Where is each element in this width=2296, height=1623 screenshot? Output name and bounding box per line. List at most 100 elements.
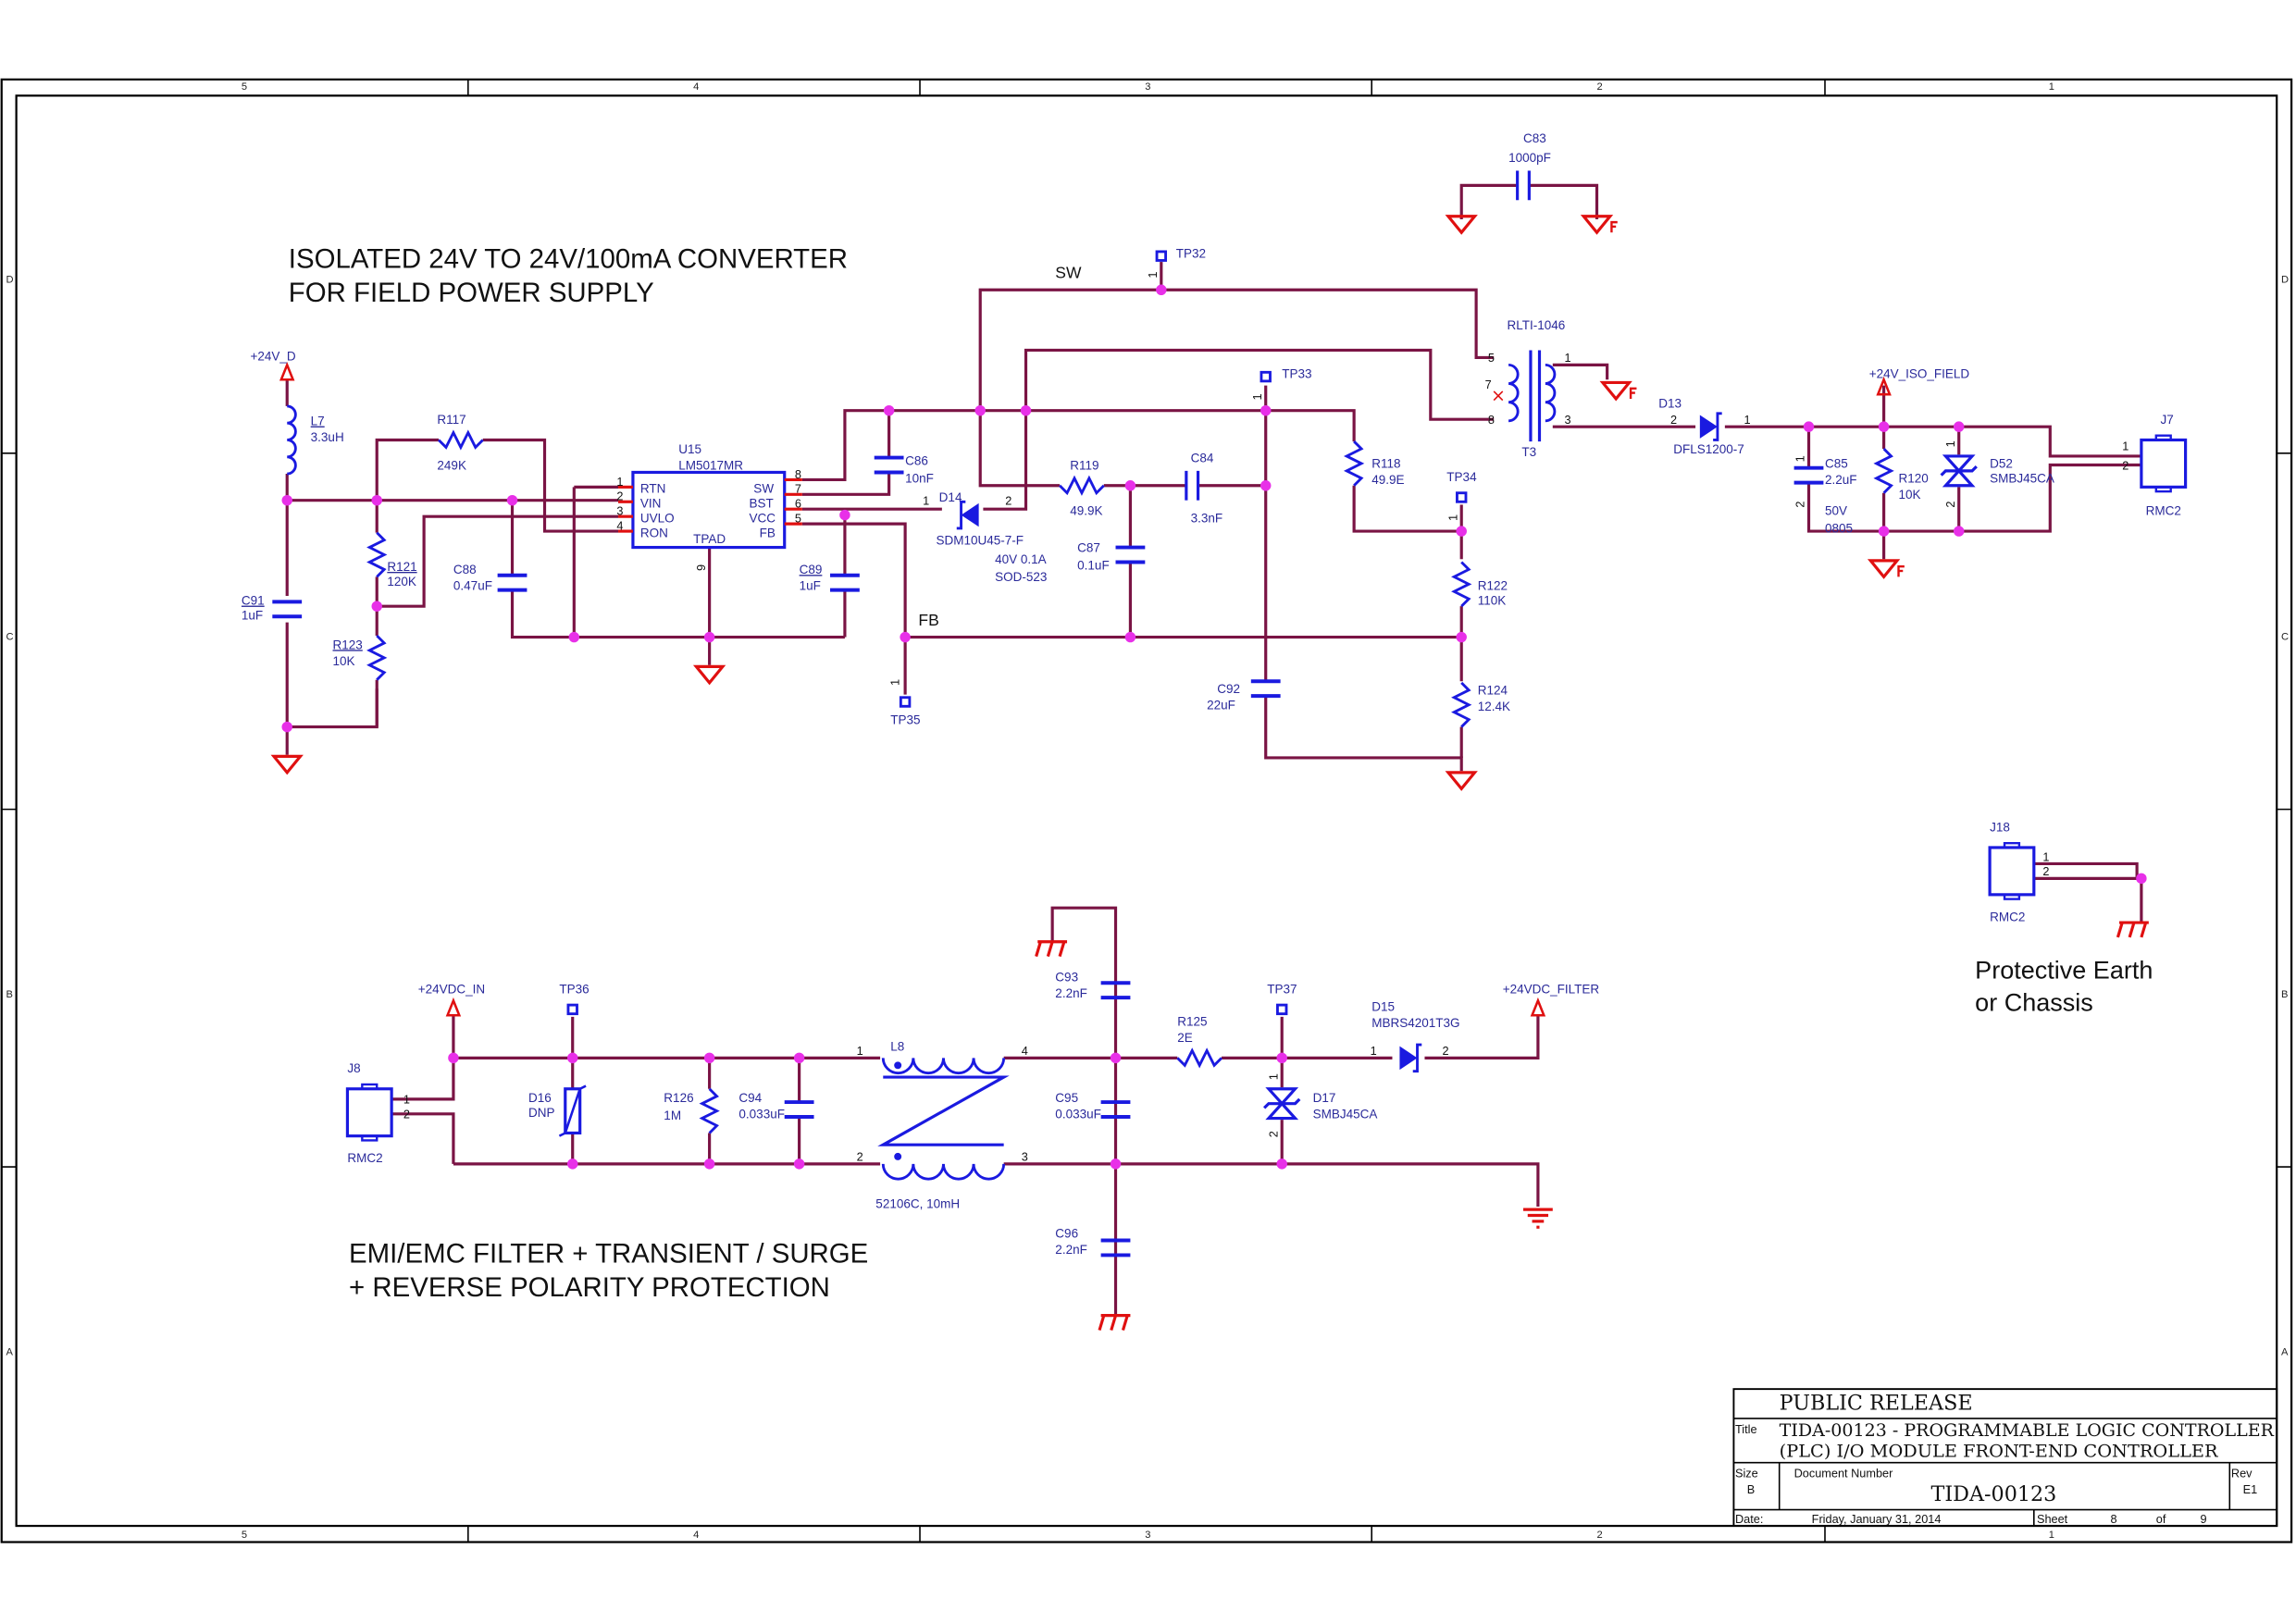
pin-number: 1 (403, 1093, 410, 1107)
ref-R119: R119 (1070, 458, 1098, 472)
val-R126: 1M (664, 1109, 681, 1122)
junction-dot (1953, 526, 1965, 537)
ref-R122: R122 (1478, 579, 1508, 593)
field-ground-mark (1629, 387, 1637, 399)
wire (801, 474, 891, 496)
junction-dot (1110, 1158, 1122, 1170)
zone-col-1: 1 (2049, 81, 2054, 93)
ref-R123: R123 (333, 638, 363, 651)
u15-pin-fb: FB (760, 526, 776, 539)
wire (1806, 463, 2141, 533)
wire (287, 688, 379, 729)
bar (1263, 1097, 1301, 1109)
connector-J18-icon (1988, 841, 2036, 900)
line (1110, 1315, 1118, 1332)
pin-number: 5 (1488, 351, 1495, 365)
val-C91: 1uF (242, 608, 263, 622)
net-label-fb: FB (918, 611, 938, 629)
wire (978, 410, 1061, 488)
wire (1724, 425, 2141, 458)
zone-row-a: A (6, 1347, 13, 1358)
outer-border (0, 78, 2293, 1543)
junction-dot (703, 1158, 715, 1170)
zone-row-d-right: D (2281, 274, 2289, 285)
line (2128, 922, 2136, 938)
pin-number: 5 (795, 512, 801, 526)
pin-number: 1 (1943, 440, 1957, 447)
junction-dot (1456, 526, 1467, 537)
junction-dot (1260, 404, 1272, 416)
pin-number: 1 (1565, 351, 1571, 365)
resistor-R124-icon (1451, 681, 1472, 728)
wire (1529, 183, 1599, 219)
common-mode-choke-L8-bottom-icon (881, 1163, 1006, 1181)
power-label-24v-d: +24V_D (250, 350, 295, 364)
diode-D14-icon (961, 502, 979, 527)
ref-TP36: TP36 (559, 982, 589, 996)
date-value: Friday, January 31, 2014 (1812, 1512, 1942, 1526)
release-status: PUBLIC RELEASE (1780, 1391, 1973, 1415)
pin-number: 1 (857, 1044, 863, 1058)
capacitor-C93-icon (1100, 981, 1131, 1000)
line (1058, 941, 1066, 958)
junction-dot (567, 1158, 578, 1170)
junction-dot (567, 1052, 578, 1064)
ref-TP34: TP34 (1446, 470, 1477, 484)
power-port-icon (445, 997, 462, 1017)
zone-col-4: 4 (693, 81, 699, 93)
body (345, 1087, 393, 1138)
capacitor-C91-icon (272, 600, 303, 619)
pin-number: 1 (923, 493, 929, 507)
val-J7: RMC2 (2146, 504, 2181, 518)
key (2154, 434, 2172, 441)
ref-J18: J18 (1990, 820, 2010, 834)
wire (1003, 1162, 1540, 1207)
pin-number: 1 (1446, 514, 1459, 521)
resistor-R125-icon (1176, 1047, 1223, 1069)
val-T3: RLTI-1046 (1508, 318, 1566, 332)
pin-number: 2 (2042, 864, 2049, 878)
ref-L8: L8 (890, 1039, 904, 1053)
junction-dot (1260, 480, 1272, 491)
schottky-bar (956, 500, 966, 530)
schottky-bar (1713, 412, 1722, 441)
ref-C93: C93 (1055, 971, 1078, 985)
val-C96: 2.2nF (1055, 1243, 1087, 1257)
junction-dot (1276, 1052, 1287, 1064)
ref-T3: T3 (1521, 445, 1536, 459)
title-block: PUBLIC RELEASE Title TIDA-00123 - PROGRA… (1732, 1388, 2278, 1528)
zone-col-1-bottom: 1 (2049, 1530, 2054, 1541)
val-C83: 1000pF (1508, 151, 1551, 165)
zone-col-5: 5 (242, 81, 247, 93)
doc-number: TIDA-00123 (1930, 1482, 2056, 1506)
wire (801, 522, 907, 695)
sheet-of-label: of (2156, 1512, 2166, 1526)
title-line2: (PLC) I/O MODULE FRONT-END CONTROLLER (1780, 1441, 2219, 1461)
field-ground-mark (1897, 565, 1905, 577)
ref-C89: C89 (800, 563, 823, 576)
test-point-icon (1276, 1003, 1288, 1016)
val-D13: DFLS1200-7 (1673, 442, 1744, 456)
test-point-icon (1456, 491, 1468, 503)
zone-row-b-right: B (2281, 989, 2288, 1000)
wire (801, 409, 1356, 481)
wire (1424, 1015, 1540, 1059)
f-mark (1610, 220, 1618, 233)
polarity-dot (894, 1152, 902, 1160)
converter-heading-line2: FOR FIELD POWER SUPPLY (289, 278, 654, 308)
ground-icon (1445, 215, 1478, 235)
resistor-R117-icon (438, 429, 484, 451)
power-label-24vdc-in: +24VDC_IN (418, 982, 485, 996)
wire (983, 348, 1495, 511)
varistor-slash (558, 1084, 587, 1137)
rev-value: E1 (2243, 1482, 2258, 1496)
wires (285, 183, 2143, 1316)
resistor-R122-icon (1451, 561, 1472, 608)
power-port-icon (1530, 997, 1546, 1017)
choke-core (877, 1075, 1010, 1146)
varistor-D16-icon (564, 1087, 582, 1135)
f-mark (1897, 565, 1905, 577)
junction-dot (974, 404, 986, 416)
